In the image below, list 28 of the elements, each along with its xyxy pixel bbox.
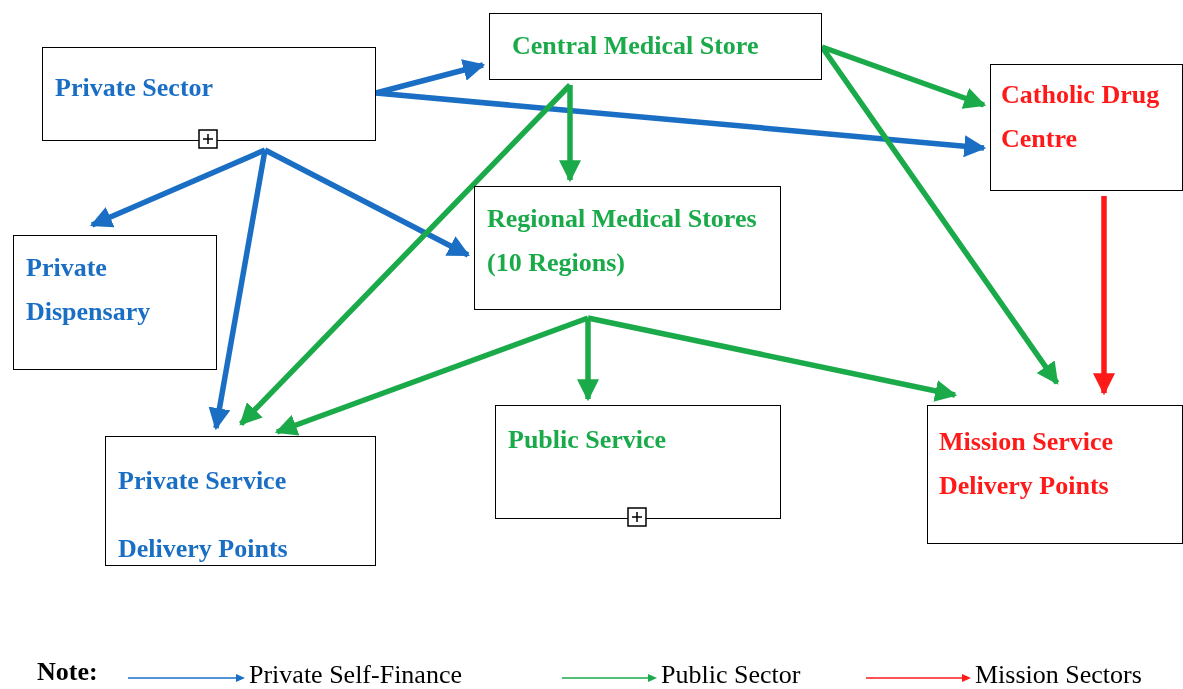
arrow	[559, 85, 581, 183]
arrow	[587, 315, 958, 402]
legend-label: Private Self-Finance	[249, 660, 462, 689]
process-box	[990, 64, 1183, 191]
process-box	[105, 436, 376, 566]
legend-label: Public Sector	[661, 660, 801, 689]
node-label: Catholic Drug Centre	[1001, 79, 1161, 155]
arrow	[821, 44, 987, 109]
node-label: Private Dispensary	[26, 252, 152, 328]
arrow	[90, 147, 267, 228]
process-box	[474, 186, 781, 310]
legend-label: Mission Sectors	[975, 660, 1142, 689]
node-label: Private Sector	[55, 72, 215, 104]
process-box	[13, 235, 217, 370]
arrow	[1093, 196, 1115, 396]
node-label: Public Service	[508, 424, 668, 456]
arrow	[239, 83, 572, 426]
process-box	[489, 13, 822, 80]
arrow	[375, 90, 987, 158]
node-label: Mission Service Delivery Points	[939, 426, 1115, 502]
arrow	[263, 147, 470, 258]
node-label: Private Service Delivery Points	[118, 465, 289, 565]
note-label: Note:	[37, 657, 98, 687]
process-box	[927, 405, 1183, 544]
node-label: Central Medical Store	[512, 30, 760, 62]
arrow	[577, 318, 599, 402]
arrow	[274, 315, 589, 436]
node-label: Regional Medical Stores (10 Regions)	[487, 203, 758, 279]
